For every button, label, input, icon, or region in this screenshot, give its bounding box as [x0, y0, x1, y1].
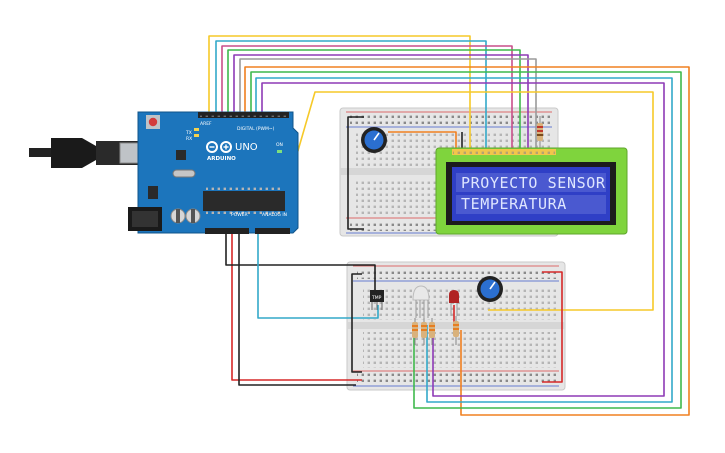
digital-header-label: DIGITAL (PWM~) — [237, 126, 275, 132]
arduino-uno-board: ARDUINO UNO DIGITAL (PWM~) POWER ANALOG … — [29, 111, 299, 234]
lcd-screen — [452, 167, 610, 221]
wire-black-gnd — [238, 232, 356, 386]
temperature-sensor: TMP — [370, 290, 384, 310]
wire-red-bottom — [542, 271, 563, 383]
arduino-brand-label: ARDUINO — [207, 156, 236, 162]
red-led — [449, 290, 459, 316]
resistor-lcd — [537, 116, 543, 148]
resistor-4 — [453, 316, 459, 345]
lcd-line-2: TEMPERATURA — [461, 195, 567, 213]
on-label: ON — [276, 142, 283, 148]
resistor-2 — [421, 318, 427, 345]
potentiometer-top[interactable] — [361, 127, 387, 153]
potentiometer-bottom[interactable] — [477, 276, 503, 302]
wire-cyan-d3 — [255, 77, 673, 403]
arduino-logo-icon — [206, 141, 232, 153]
analog-header — [255, 228, 290, 234]
wire-black-gnd-2 — [225, 232, 376, 300]
atmega-chip — [203, 191, 285, 211]
wire-black-top-gnd — [347, 116, 364, 230]
wires — [208, 35, 690, 416]
resistor-1 — [412, 318, 418, 345]
lcd-line-1: PROYECTO SENSOR — [461, 174, 606, 192]
wire-orange-pot — [388, 131, 457, 150]
wire-green-d10 — [227, 49, 521, 150]
wire-gray-d8 — [239, 58, 537, 150]
tx-label: TX — [185, 130, 192, 136]
wire-pink-d11 — [221, 45, 513, 150]
wire-orange-d5 — [244, 66, 690, 416]
wire-purple-d9 — [233, 54, 529, 150]
sensor-chip-label: TMP — [371, 295, 382, 301]
wire-black-bottom — [351, 273, 362, 373]
lcd-module: PROYECTO SENSOR TEMPERATURA — [435, 147, 628, 235]
wire-green-d4 — [250, 71, 682, 409]
wire-yellow-5v — [274, 91, 654, 311]
aref-label: AREF — [200, 121, 212, 127]
reset-button-cap — [148, 117, 158, 127]
power-header-label: POWER — [231, 212, 248, 218]
wire-purple-d2 — [261, 82, 665, 397]
rgb-led — [412, 285, 430, 318]
arduino-model-label: UNO — [235, 142, 258, 153]
power-header — [205, 228, 249, 234]
wire-cyan-a0 — [257, 232, 379, 319]
resistor-3 — [429, 318, 435, 345]
wire-cyan-d12 — [215, 40, 487, 150]
wire-red-5v — [231, 232, 362, 381]
analog-header-label: ANALOG IN — [262, 212, 287, 218]
rx-label: RX — [186, 136, 192, 142]
wire-yellow-d13 — [208, 35, 471, 150]
usb-cable — [29, 148, 51, 157]
